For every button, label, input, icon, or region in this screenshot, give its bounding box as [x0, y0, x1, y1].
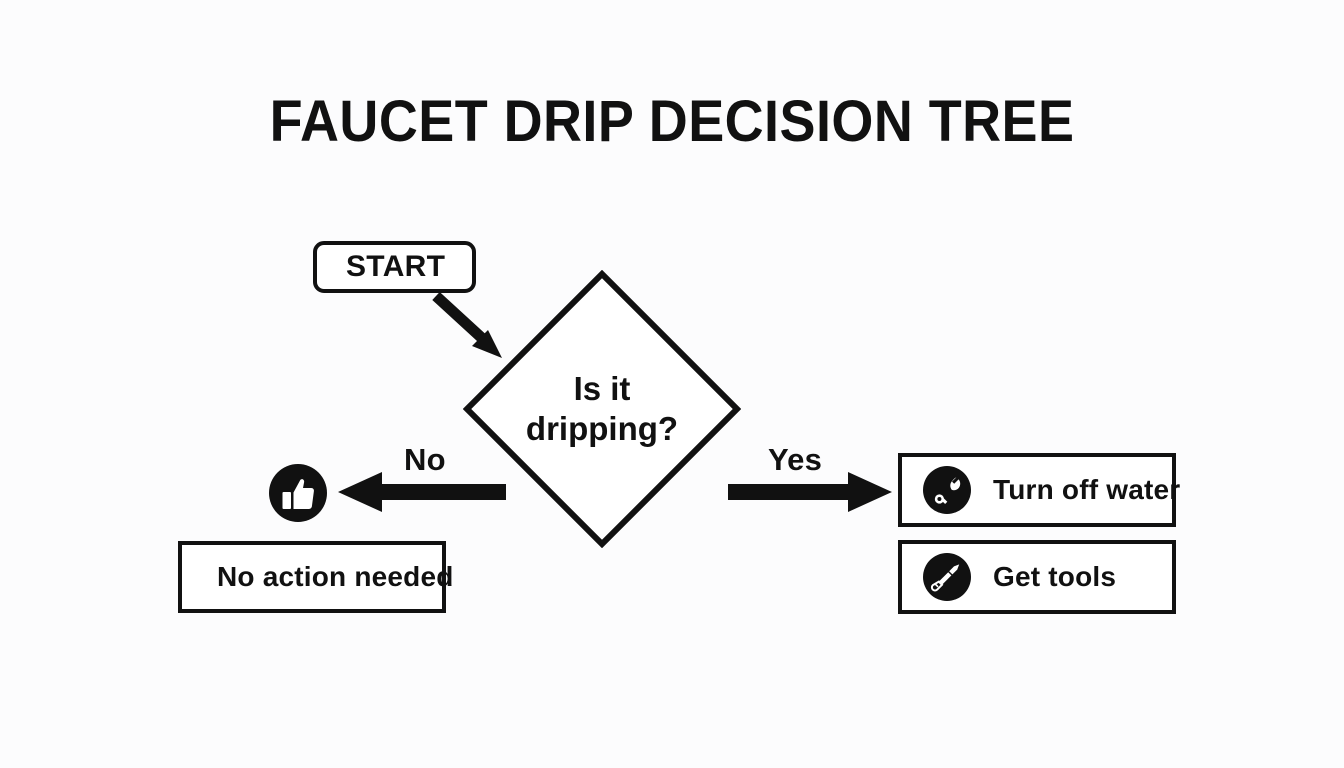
node-start[interactable]: START	[313, 241, 476, 293]
node-turn-off-water-label: Turn off water	[993, 474, 1181, 505]
thumbs-up-icon	[269, 464, 327, 522]
node-turn-off-water[interactable]: Turn off water	[898, 453, 1180, 527]
page-title: FAUCET DRIP DECISION TREE	[269, 89, 1075, 154]
node-start-label: START	[346, 250, 446, 283]
screwdriver-icon	[923, 553, 971, 601]
edge-start-to-decision	[432, 291, 512, 365]
node-no-action-needed[interactable]: No action needed	[178, 541, 453, 613]
node-get-tools-label: Get tools	[993, 561, 1117, 592]
node-get-tools[interactable]: Get tools	[898, 540, 1176, 614]
node-no-action-needed-label: No action needed	[217, 561, 454, 592]
edge-label-no: No	[404, 442, 446, 477]
edge-no-arrow	[338, 472, 506, 517]
wrench-icon	[923, 466, 971, 514]
edge-yes-arrow	[728, 472, 892, 517]
edge-label-yes: Yes	[768, 442, 823, 477]
